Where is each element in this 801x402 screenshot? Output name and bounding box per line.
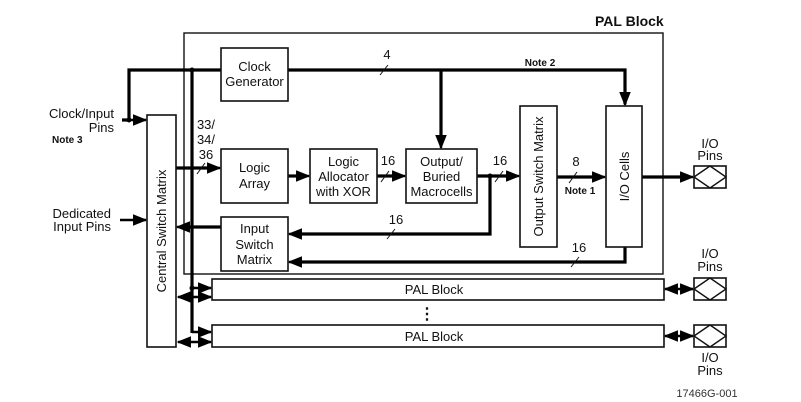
central-switch-matrix-label: Central Switch Matrix — [154, 169, 169, 292]
io-cells-block: I/O Cells — [605, 105, 643, 248]
macrocells-label-2: Buried — [423, 169, 461, 184]
pal-block-ellipsis: ⋮ — [419, 306, 435, 323]
logic-array-in-width-1: 33/ — [197, 117, 215, 132]
osm-to-io-width: 8 — [572, 154, 579, 169]
clock-generator-label-2: Generator — [225, 74, 284, 89]
io-pins-mid-label-2: Pins — [697, 259, 723, 274]
logic-array-label-2: Array — [239, 176, 271, 191]
io-pins-bottom-label-1: I/O — [701, 350, 718, 365]
dedicated-input-pins-label-1: Dedicated — [52, 206, 111, 221]
output-switch-matrix-label: Output Switch Matrix — [531, 116, 546, 236]
input-switch-matrix-label-2: Switch — [235, 237, 273, 252]
bus-tick — [386, 228, 396, 240]
input-switch-matrix-block: Input Switch Matrix — [220, 216, 289, 272]
note2-label: Note 2 — [525, 58, 556, 69]
logic-allocator-block: Logic Allocator with XOR — [309, 148, 378, 204]
pal-block-frame — [183, 32, 664, 275]
io-pins-top-label-2: Pins — [697, 148, 723, 163]
bus-tick — [380, 170, 390, 183]
figure-id: 17466G-001 — [676, 388, 737, 400]
clock-bus-width: 4 — [383, 47, 390, 62]
logic-allocator-label-1: Logic — [328, 154, 360, 169]
macrocells-label-3: Macrocells — [410, 184, 473, 199]
allocator-to-macro-width: 16 — [381, 153, 395, 168]
pal-block-1-label: PAL Block — [405, 282, 464, 297]
pal-block-2: PAL Block — [211, 324, 665, 348]
macrocells-block: Output/ Buried Macrocells — [405, 148, 478, 204]
central-switch-matrix-block: Central Switch Matrix — [146, 114, 177, 348]
output-switch-matrix-block: Output Switch Matrix — [519, 105, 558, 248]
bus-tick — [570, 256, 580, 268]
logic-array-in-width-2: 34/ — [197, 132, 215, 147]
clock-input-pins-label-1: Clock/Input — [49, 106, 114, 121]
input-switch-matrix-label-3: Matrix — [237, 252, 273, 267]
dedicated-input-pins-label-2: Input Pins — [53, 219, 111, 234]
clock-generator-block: Clock Generator — [220, 47, 289, 102]
bus-tick — [379, 64, 389, 76]
io-cells-label: I/O Cells — [617, 151, 632, 201]
io-feedback-wire — [300, 247, 627, 264]
io-pins-top-label-1: I/O — [701, 136, 718, 151]
macrocells-label-1: Output/ — [420, 154, 463, 169]
pal-block-title: PAL Block — [595, 13, 664, 29]
note1-label: Note 1 — [565, 186, 596, 197]
io-pin-bottom — [692, 324, 728, 348]
macro-feedback-wire — [300, 176, 492, 236]
logic-allocator-label-3: with XOR — [315, 184, 371, 199]
logic-array-in-width-3: 36 — [199, 147, 213, 162]
io-feedback-width: 16 — [572, 240, 586, 255]
logic-allocator-label-2: Allocator — [318, 169, 369, 184]
clock-generator-label-1: Clock — [238, 59, 271, 74]
bus-tick — [196, 162, 206, 175]
clock-input-wire — [122, 68, 221, 122]
bus-tick — [494, 170, 504, 183]
junction-dot — [126, 117, 132, 123]
input-switch-matrix-label-1: Input — [240, 221, 269, 236]
io-pin-mid — [692, 277, 728, 301]
note3-label: Note 3 — [52, 135, 83, 146]
io-pin-top — [692, 165, 728, 189]
macro-to-osm-width: 16 — [493, 153, 507, 168]
macro-feedback-width: 16 — [389, 212, 403, 227]
clock-input-pins-label-2: Pins — [89, 120, 115, 135]
logic-array-label-1: Logic — [239, 160, 271, 175]
logic-array-block: Logic Array — [220, 148, 289, 204]
pal-block-1: PAL Block — [211, 278, 665, 301]
clock-bus — [288, 68, 627, 104]
pal-block-2-label: PAL Block — [405, 329, 464, 344]
io-pins-bottom-label-2: Pins — [697, 363, 723, 378]
bus-tick — [568, 171, 578, 184]
io-pins-mid-label-1: I/O — [701, 246, 718, 261]
